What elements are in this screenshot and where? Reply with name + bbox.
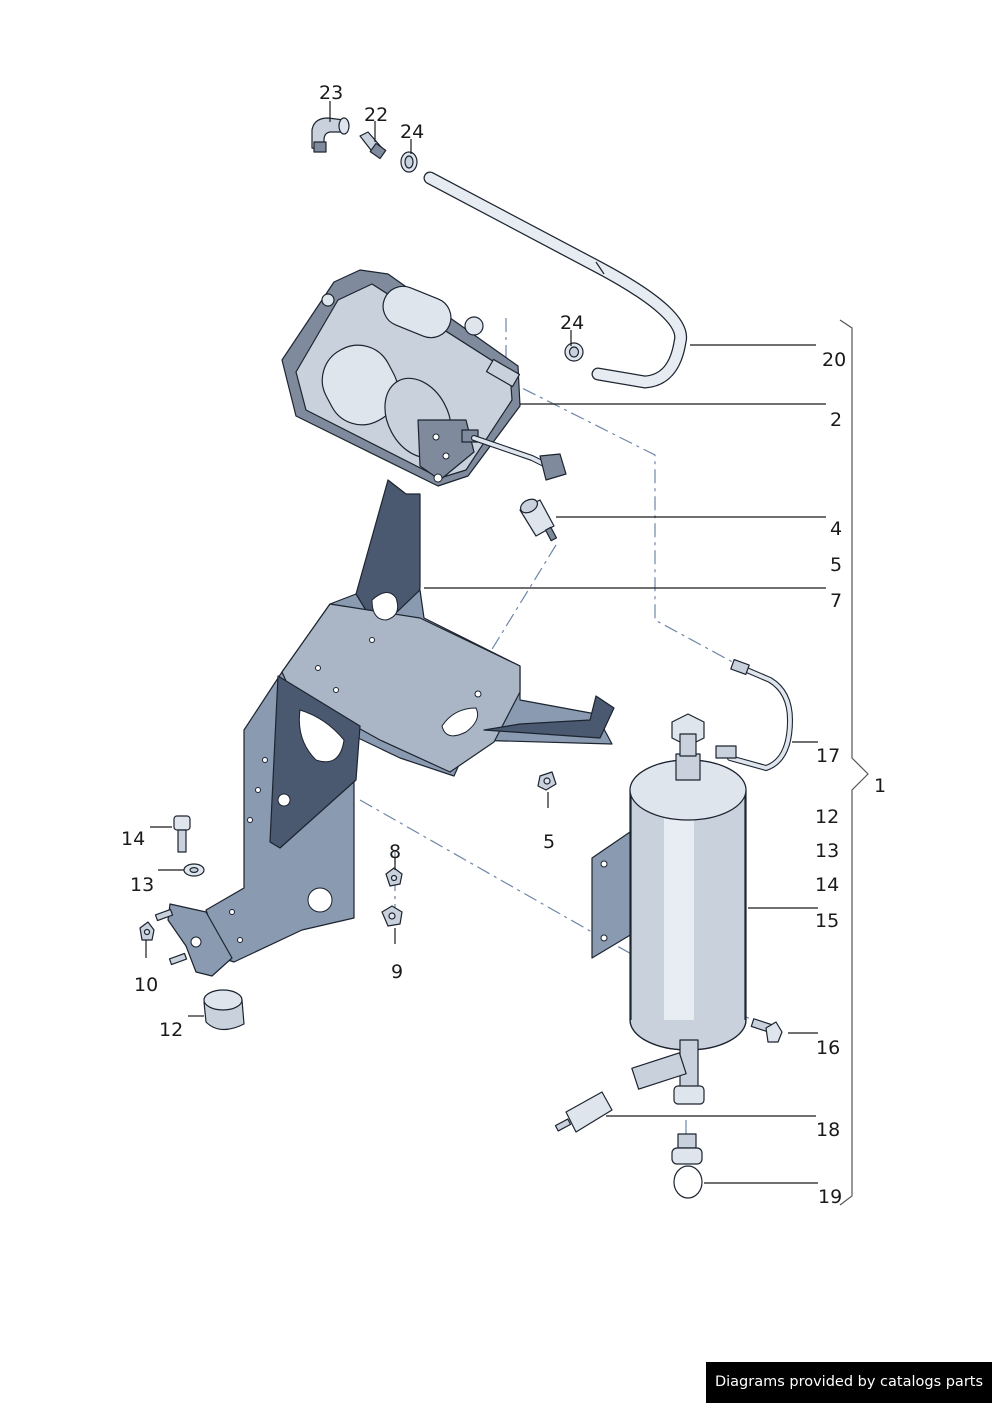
callout-5-right: 5 (830, 554, 842, 576)
callout-7: 7 (830, 590, 842, 612)
callout-12-right: 12 (815, 806, 839, 828)
connector-fitting (359, 131, 387, 160)
callout-14-left: 14 (121, 828, 145, 850)
callout-24-top: 24 (400, 121, 424, 143)
callout-22: 22 (364, 104, 388, 126)
bolt-16 (750, 1018, 783, 1043)
studs (154, 908, 188, 966)
callout-10: 10 (134, 974, 158, 996)
air-reservoir (591, 713, 747, 1105)
group-bracket (839, 319, 869, 1206)
pressure-pipe (715, 658, 794, 772)
nut-10 (139, 921, 155, 941)
callout-2: 2 (830, 409, 842, 431)
callout-14-right: 14 (815, 874, 839, 896)
filter-18 (554, 1091, 613, 1133)
compressor (281, 269, 521, 487)
callout-13-right: 13 (815, 840, 839, 862)
callout-19: 19 (818, 1186, 842, 1208)
callout-16: 16 (816, 1037, 840, 1059)
hose-clamp (400, 151, 418, 173)
bolt-14 (173, 815, 191, 853)
callout-24-lower: 24 (560, 312, 584, 334)
callout-17: 17 (816, 745, 840, 767)
air-hose (423, 171, 688, 389)
nut-8 (385, 867, 403, 887)
callout-23: 23 (319, 82, 343, 104)
compressor-cable (471, 435, 567, 481)
nut-5 (537, 771, 557, 791)
callout-1: 1 (874, 775, 886, 797)
nut-9 (381, 905, 403, 927)
callout-4: 4 (830, 518, 842, 540)
leader-lines (145, 101, 826, 1184)
diagram-credit: Diagrams provided by catalogs parts (706, 1362, 992, 1403)
callout-13-left: 13 (130, 874, 154, 896)
hose-clamp-lower (564, 342, 584, 362)
pressure-sensor (519, 498, 558, 542)
callout-5-bottom: 5 (543, 831, 555, 853)
callout-18: 18 (816, 1119, 840, 1141)
callout-9: 9 (391, 961, 403, 983)
washer-13 (183, 863, 205, 877)
rubber-mount (203, 989, 245, 1031)
mounting-bracket (167, 479, 615, 977)
callout-20: 20 (822, 349, 846, 371)
elbow-fitting (311, 117, 350, 153)
callout-12-left: 12 (159, 1019, 183, 1041)
callout-labels: 23 22 24 24 20 2 4 5 7 17 1 12 13 14 15 … (121, 82, 886, 1208)
drain-valve-19 (671, 1133, 703, 1199)
callout-8: 8 (389, 841, 401, 863)
callout-15: 15 (815, 910, 839, 932)
